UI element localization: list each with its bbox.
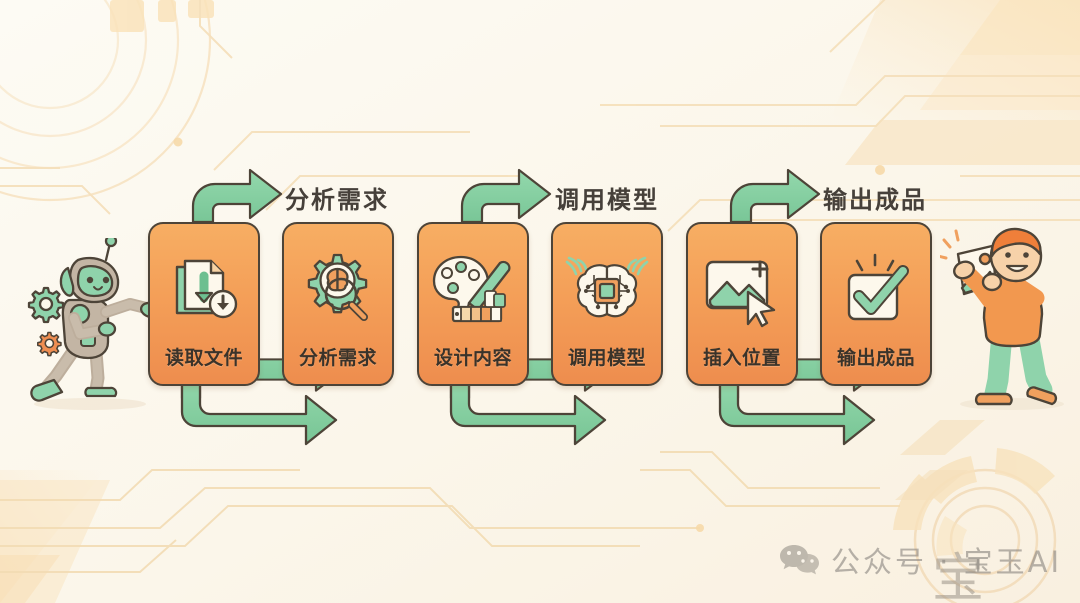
watermark-text: 公众号 · 宝玉AI bbox=[830, 545, 1062, 579]
document-download-icon bbox=[150, 224, 258, 349]
arrow-label-analyze: 分析需求 bbox=[285, 186, 389, 214]
card-label: 输出成品 bbox=[836, 347, 915, 369]
image-cursor-icon bbox=[688, 224, 796, 349]
step-card-insert-place[interactable]: 插入位置 bbox=[686, 222, 798, 386]
watermark: 公众号 · 宝玉AI bbox=[779, 539, 1062, 581]
person-holding-document bbox=[936, 222, 1080, 415]
checkmark-card-icon bbox=[822, 224, 930, 349]
palette-brush-icon bbox=[419, 224, 527, 349]
step-card-analyze[interactable]: 分析需求 bbox=[282, 222, 394, 386]
card-label: 分析需求 bbox=[298, 347, 377, 369]
arrow-label-call-model: 调用模型 bbox=[555, 186, 659, 214]
wechat-icon bbox=[779, 545, 819, 575]
card-label: 调用模型 bbox=[567, 347, 646, 369]
step-card-output[interactable]: 输出成品 bbox=[820, 222, 932, 386]
card-label: 读取文件 bbox=[164, 347, 243, 369]
card-label: 插入位置 bbox=[702, 347, 781, 369]
card-label: 设计内容 bbox=[433, 347, 512, 369]
step-card-design[interactable]: 设计内容 bbox=[417, 222, 529, 386]
step-card-call-model[interactable]: 调用模型 bbox=[551, 222, 663, 386]
gear-brain-magnifier-icon bbox=[284, 224, 392, 349]
robot-mascot bbox=[18, 234, 168, 415]
brain-chip-icon bbox=[553, 224, 661, 349]
arrow-label-output: 输出成品 bbox=[823, 186, 927, 214]
step-card-read-file[interactable]: 读取文件 bbox=[148, 222, 260, 386]
